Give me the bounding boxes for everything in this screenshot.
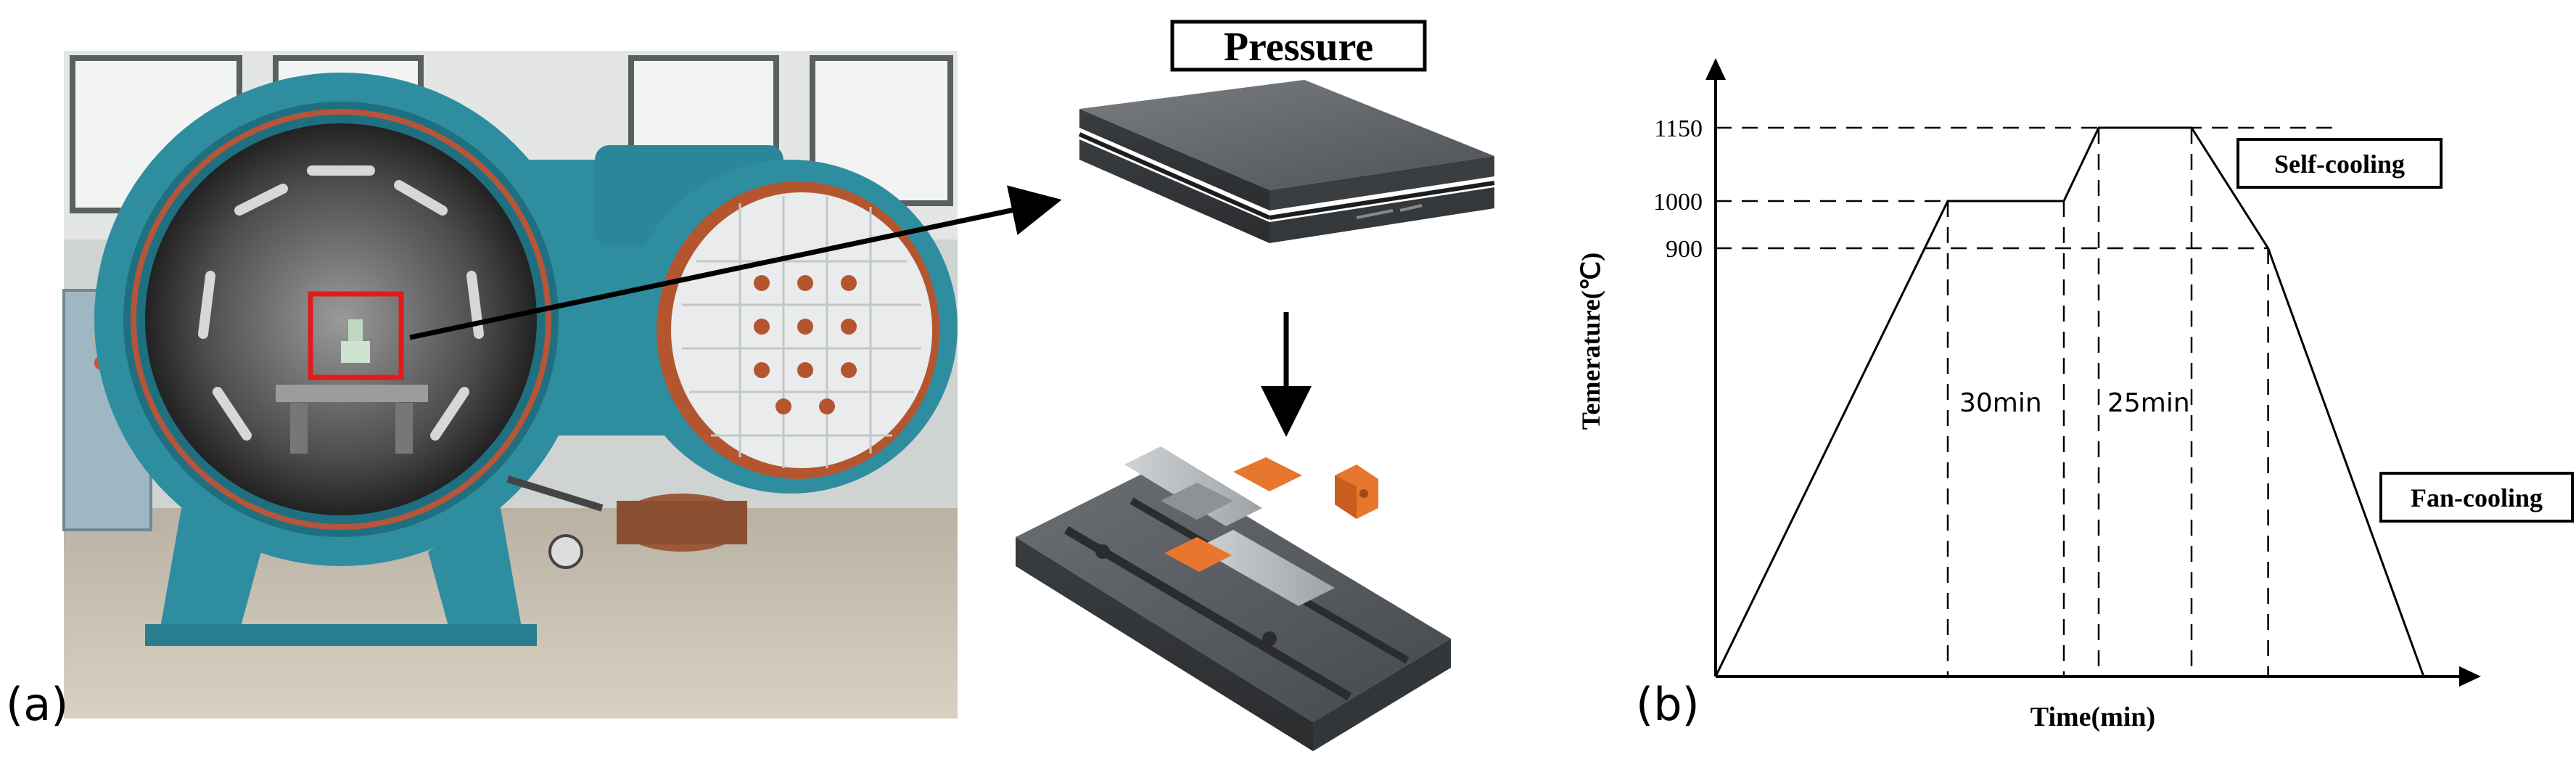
copper-interlayer-1 <box>1233 457 1302 491</box>
sample-highlight-box <box>308 291 404 380</box>
x-axis-arrowhead <box>2459 666 2481 687</box>
door-electrodes <box>754 275 857 414</box>
heating-elements <box>198 165 484 441</box>
panel-a-label: (a) <box>6 678 68 731</box>
hold-time-25min: 25min <box>2107 388 2190 418</box>
y-axis-label: Temerature(℃) <box>1576 253 1605 430</box>
y-axis-arrowhead <box>1705 58 1726 80</box>
bonding-fixture <box>1016 446 1451 751</box>
y-tick-1000: 1000 <box>1653 189 1703 216</box>
fan-cooling-box <box>2379 472 2574 523</box>
self-cooling-label: Self-cooling <box>2274 150 2405 179</box>
fan-cooling-label: Fan-cooling <box>2411 483 2543 512</box>
furnace-chamber <box>145 123 537 515</box>
pressure-label-box <box>1170 20 1427 72</box>
y-tick-1150: 1150 <box>1654 115 1703 142</box>
steel-sample-lower <box>1197 530 1335 606</box>
dashed-guides <box>1716 126 2336 676</box>
copper-interlayer-2 <box>1164 537 1232 572</box>
heating-profile-chart: 1150 1000 900 30min 25min Self-cooling F… <box>1576 58 2574 732</box>
door-insulation-grid <box>682 196 921 468</box>
temperature-profile-line <box>1714 126 2425 677</box>
y-tick-900: 900 <box>1666 236 1703 263</box>
panel-b-label: (b) <box>1636 678 1700 731</box>
pressure-label: Pressure <box>1224 25 1373 70</box>
pressing-plates <box>1078 80 1495 243</box>
x-axis-label: Time(min) <box>2030 702 2155 732</box>
furnace-photo <box>62 51 958 719</box>
self-cooling-box <box>2236 138 2443 189</box>
zoom-arrow <box>409 185 1062 340</box>
hold-time-30min: 30min <box>1959 388 2042 418</box>
